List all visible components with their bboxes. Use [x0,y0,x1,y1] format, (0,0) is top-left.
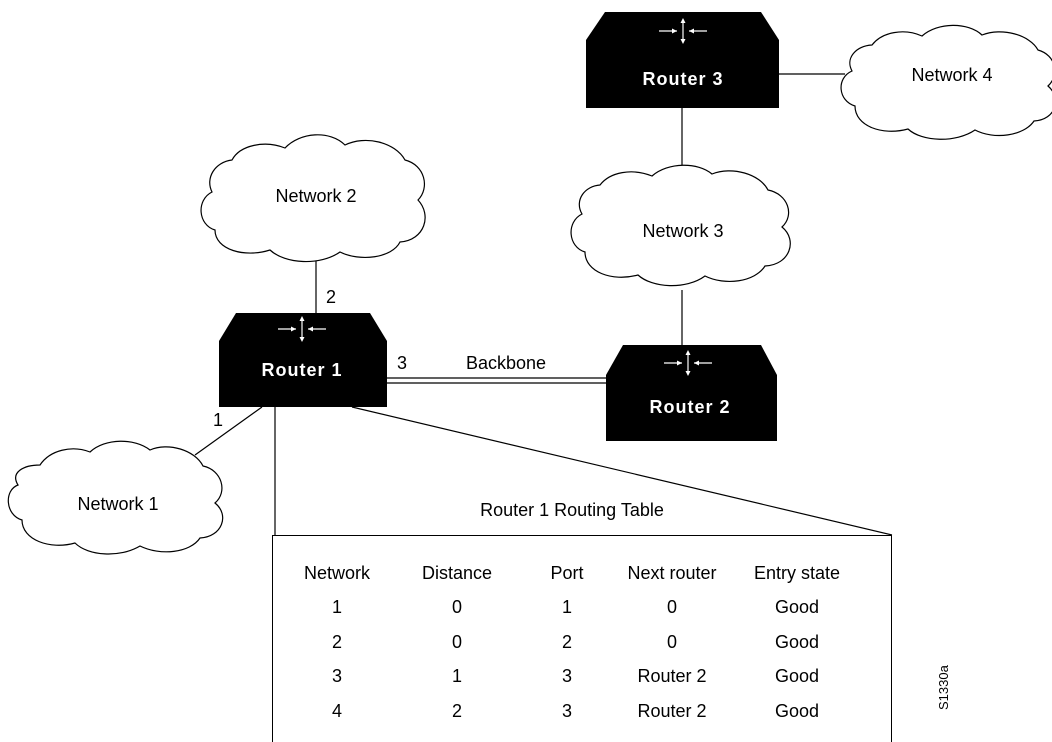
cloud-network-4 [840,24,1052,140]
cell-entry-state: Good [774,597,820,618]
col-header-network: Network [303,562,370,583]
router-1-label: Router 1 [261,360,342,380]
router-3: Router 3 [586,12,779,108]
cell-port: 3 [561,700,572,721]
network-2-label: Network 2 [275,186,356,206]
cell-next-router: Router 2 [637,666,707,687]
links [194,73,893,536]
port-3-label: 3 [397,353,407,373]
cloud-network-1 [7,440,224,555]
router-2-label: Router 2 [649,397,730,417]
cell-network: 3 [331,666,342,687]
routing-table-title: Router 1 Routing Table [480,500,664,520]
table-row: 2 0 2 0 Good [287,625,857,660]
cell-port: 2 [561,631,572,652]
cell-distance: 0 [451,631,462,652]
cell-port: 1 [561,597,572,618]
network-4-label: Network 4 [911,65,992,85]
cell-distance: 1 [451,666,462,687]
col-header-next-router: Next router [627,562,717,583]
cloud-network-2 [200,134,426,263]
cell-next-router: 0 [666,631,677,652]
table-row: 3 1 3 Router 2 Good [287,660,857,695]
port-1-label: 1 [213,410,223,430]
cell-network: 1 [331,597,342,618]
router-1: Router 1 [219,313,387,407]
col-header-port: Port [550,562,584,583]
cell-entry-state: Good [774,666,820,687]
router-2: Router 2 [606,345,777,441]
table-row: 4 2 3 Router 2 Good [287,694,857,729]
table-row: 1 0 1 0 Good [287,591,857,626]
cell-entry-state: Good [774,700,820,721]
router-3-label: Router 3 [642,69,723,89]
routing-table: Network Distance Port Next router Entry … [287,556,857,729]
figure-id: S1330a [936,665,951,710]
link-router1-network1 [194,406,263,456]
cell-entry-state: Good [774,631,820,652]
col-header-distance: Distance [421,562,493,583]
cloud-network-3 [570,164,791,287]
table-callout-right [351,406,893,536]
cell-next-router: Router 2 [637,700,707,721]
table-header-row: Network Distance Port Next router Entry … [287,556,857,591]
network-3-label: Network 3 [642,221,723,241]
cell-network: 2 [331,631,342,652]
cell-distance: 0 [451,597,462,618]
cell-port: 3 [561,666,572,687]
cell-network: 4 [331,700,342,721]
routing-table-frame [272,535,892,742]
port-2-label: 2 [326,287,336,307]
cell-next-router: 0 [666,597,677,618]
col-header-entry-state: Entry state [753,562,841,583]
network-1-label: Network 1 [77,494,158,514]
cell-distance: 2 [451,700,462,721]
backbone-label: Backbone [466,353,546,373]
